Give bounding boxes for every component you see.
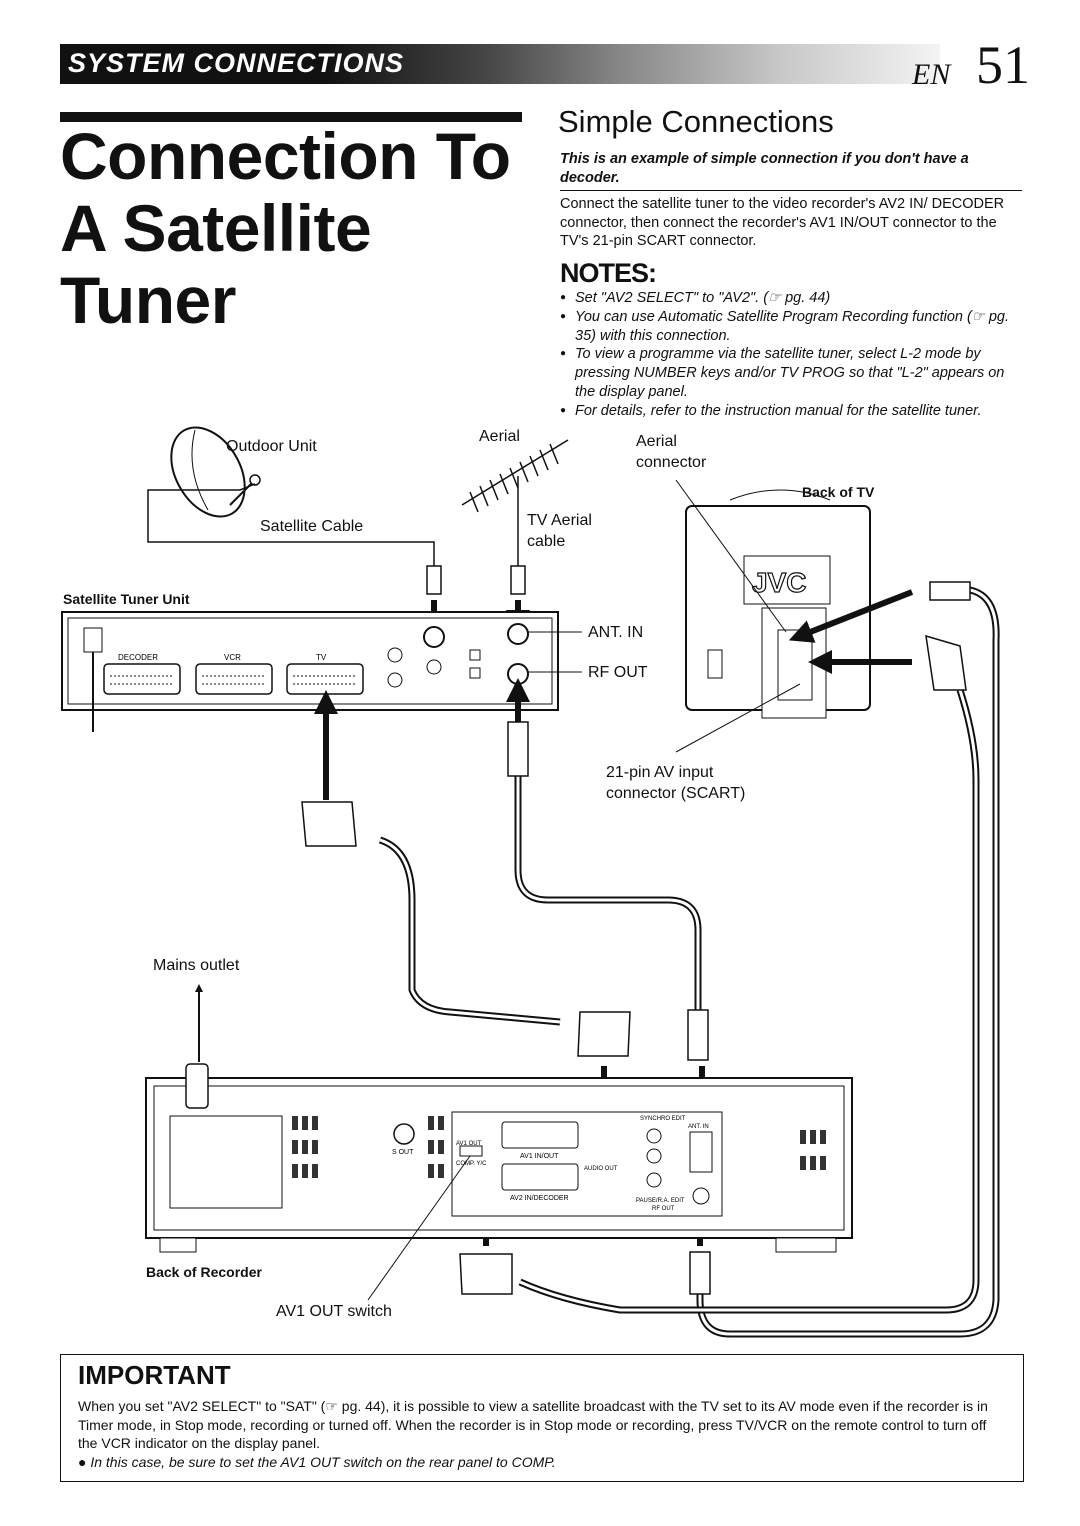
rec-ant-in-label: ANT. IN	[688, 1124, 709, 1130]
satellite-tuner-unit: DECODER VCR TV	[61, 611, 559, 732]
important-box	[60, 1354, 1024, 1482]
aerial-label: Aerial	[479, 428, 520, 445]
satellite-cable-label: Satellite Cable	[260, 518, 364, 535]
rec-av1-inout-label: AV1 IN/OUT	[520, 1153, 559, 1160]
notes-heading: NOTES:	[560, 258, 657, 288]
simple-connections-subheading: This is an example of simple connection …	[560, 150, 1022, 191]
note-item: You can use Automatic Satellite Program …	[560, 308, 1026, 346]
page-title: Connection To A Satellite Tuner	[60, 119, 511, 337]
satellite-tuner-unit-label: Satellite Tuner Unit	[63, 591, 190, 607]
rec-pause-label: PAUSE/R.A. EDIT	[636, 1198, 685, 1204]
rec-s-out-label: S OUT	[392, 1149, 414, 1156]
rec-synchro-label: SYNCHRO EDIT	[640, 1116, 686, 1122]
important-body: When you set "AV2 SELECT" to "SAT" (☞ pg…	[78, 1398, 988, 1451]
back-of-recorder-label: Back of Recorder	[146, 1264, 262, 1280]
note-item: For details, refer to the instruction ma…	[560, 402, 1026, 421]
note-item: To view a programme via the satellite tu…	[560, 345, 1026, 401]
ant-in-label: ANT. IN	[588, 624, 644, 641]
note-item: Set "AV2 SELECT" to "AV2". (☞ pg. 44)	[560, 289, 1026, 308]
rec-audio-label: AUDIO OUT	[584, 1166, 618, 1172]
section-title: SYSTEM CONNECTIONS	[68, 48, 405, 78]
title-rule	[60, 112, 522, 122]
mains-outlet-label: Mains outlet	[153, 957, 240, 974]
av1-out-switch-label: AV1 OUT switch	[276, 1303, 392, 1320]
rec-av1-out-label: AV1 OUT	[456, 1141, 482, 1147]
recorder-back: S OUT AV1 OUT COMP. Y/C AV1 IN/OUT AV2 I…	[145, 1063, 853, 1253]
important-note: ● In this case, be sure to set the AV1 O…	[78, 1454, 556, 1470]
rec-av2-label: AV2 IN/DECODER	[510, 1195, 569, 1202]
tv-logo: JVC	[752, 567, 806, 598]
tuner-tv-label: TV	[316, 653, 327, 662]
simple-connections-body: Connect the satellite tuner to the video…	[560, 196, 1005, 249]
outdoor-unit-label: Outdoor Unit	[226, 438, 317, 455]
tuner-vcr-label: VCR	[224, 653, 241, 662]
language-code: EN	[912, 58, 951, 91]
tv-back: JVC	[685, 489, 871, 719]
back-of-tv-label: Back of TV	[802, 484, 875, 500]
header-bar	[60, 44, 940, 84]
rf-out-label: RF OUT	[588, 664, 648, 681]
aerial-antenna-icon	[461, 439, 569, 566]
rec-rf-out-label: RF OUT	[652, 1206, 675, 1212]
satellite-dish-icon	[170, 426, 261, 518]
notes-list: Set "AV2 SELECT" to "AV2". (☞ pg. 44) Yo…	[560, 289, 1026, 421]
page-number: 51	[976, 35, 1030, 95]
important-heading: IMPORTANT	[78, 1360, 231, 1390]
tuner-decoder-label: DECODER	[118, 653, 158, 662]
simple-connections-heading: Simple Connections	[558, 104, 834, 139]
rec-comp-label: COMP. Y/C	[456, 1161, 487, 1167]
